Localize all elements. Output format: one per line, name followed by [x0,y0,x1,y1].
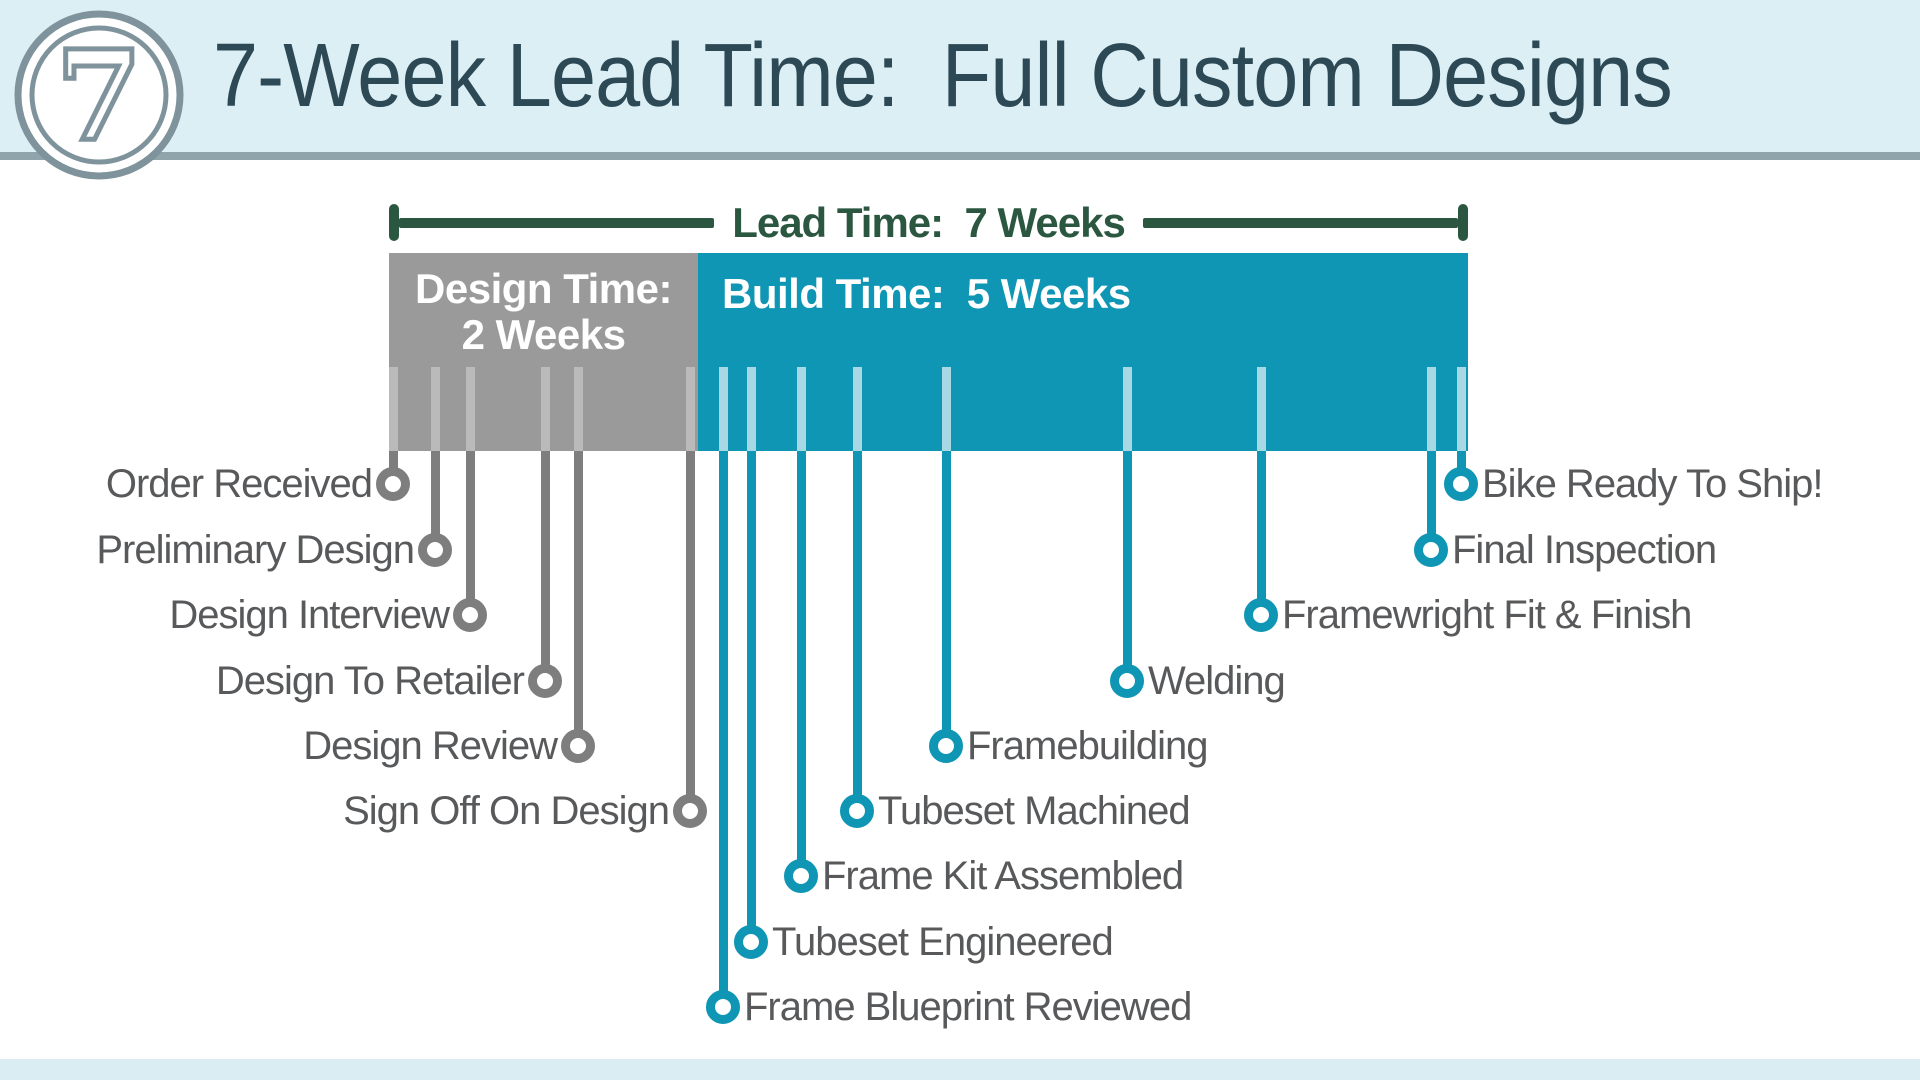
phase-tick-design-interview [466,367,475,451]
drop-line-framebuilding [942,451,951,731]
milestone-label-welding: Welding [1148,659,1286,703]
milestone-label-tubeset-machined: Tubeset Machined [878,789,1191,833]
page-title: 7-Week Lead Time: Full Custom Designs [213,26,1673,126]
drop-line-bike-ready-to-ship [1457,451,1466,469]
phase-tick-sign-off-on-design [686,367,695,451]
milestone-marker-frame-kit-assembled [784,859,818,893]
milestone-label-framebuilding: Framebuilding [967,724,1208,768]
drop-line-frame-blueprint-reviewed [719,451,728,992]
milestone-marker-order-received [376,467,410,501]
phase-tick-frame-blueprint-reviewed [719,367,728,451]
milestone-label-framewright-fit-finish: Framewright Fit & Finish [1282,593,1692,637]
phase-tick-preliminary-design [431,367,440,451]
milestone-label-bike-ready-to-ship: Bike Ready To Ship! [1482,462,1823,506]
bracket-right-cap [1458,204,1469,241]
header-band: 7-Week Lead Time: Full Custom Designs [0,0,1920,160]
milestone-marker-frame-blueprint-reviewed [706,990,740,1024]
design-phase-bar: Design Time: 2 Weeks [389,253,698,451]
phase-tick-tubeset-engineered [747,367,756,451]
milestone-label-frame-kit-assembled: Frame Kit Assembled [822,854,1184,898]
design-phase-name: Design Time: [415,265,672,312]
milestone-label-sign-off-on-design: Sign Off On Design [343,789,670,833]
logo-numeral: 7 [56,24,142,169]
milestone-label-preliminary-design: Preliminary Design [96,528,415,572]
drop-line-design-to-retailer [541,451,550,666]
drop-line-order-received [389,451,398,469]
drop-line-preliminary-design [431,451,440,535]
milestone-marker-preliminary-design [418,533,452,567]
bracket-right-segment [1142,217,1459,228]
bracket-left-segment [399,217,715,228]
drop-line-welding [1123,451,1132,666]
milestone-marker-bike-ready-to-ship [1444,467,1478,501]
bracket-left-cap [389,204,399,241]
drop-line-design-interview [466,451,475,600]
phase-tick-final-inspection [1427,367,1436,451]
milestone-label-final-inspection: Final Inspection [1452,528,1717,572]
build-phase-name: Build Time: 5 Weeks [722,270,1131,317]
phase-tick-tubeset-machined [853,367,862,451]
milestone-marker-framewright-fit-finish [1244,598,1278,632]
phase-tick-order-received [389,367,398,451]
design-phase-duration: 2 Weeks [461,311,626,358]
phase-tick-welding [1123,367,1132,451]
drop-line-tubeset-engineered [747,451,756,927]
phase-tick-frame-kit-assembled [797,367,806,451]
phase-tick-design-to-retailer [541,367,550,451]
drop-line-framewright-fit-finish [1257,451,1266,600]
phase-tick-bike-ready-to-ship [1457,367,1466,451]
phase-tick-design-review [574,367,583,451]
milestone-marker-tubeset-engineered [734,925,768,959]
milestone-label-order-received: Order Received [105,462,373,506]
build-phase-bar: Build Time: 5 Weeks [698,253,1468,451]
milestone-marker-design-review [561,729,595,763]
milestone-marker-sign-off-on-design [673,794,707,828]
milestone-label-design-to-retailer: Design To Retailer [215,659,525,703]
phase-tick-framebuilding [942,367,951,451]
milestone-label-design-interview: Design Interview [169,593,450,637]
milestone-marker-final-inspection [1414,533,1448,567]
drop-line-tubeset-machined [853,451,862,796]
drop-line-sign-off-on-design [686,451,695,796]
milestone-marker-tubeset-machined [840,794,874,828]
milestone-label-tubeset-engineered: Tubeset Engineered [772,920,1114,964]
milestone-marker-welding [1110,664,1144,698]
drop-line-design-review [574,451,583,731]
milestone-label-frame-blueprint-reviewed: Frame Blueprint Reviewed [744,985,1192,1029]
phase-tick-framewright-fit-finish [1257,367,1266,451]
milestone-marker-design-to-retailer [528,664,562,698]
milestone-label-design-review: Design Review [303,724,558,768]
drop-line-final-inspection [1427,451,1436,535]
drop-line-frame-kit-assembled [797,451,806,861]
lead-time-label: Lead Time: 7 Weeks [732,198,1126,246]
milestone-marker-design-interview [453,598,487,632]
lead-time-bracket: Lead Time: 7 Weeks [389,199,1469,246]
seven-logo-icon: 7 [14,10,184,180]
milestone-marker-framebuilding [929,729,963,763]
footer-strip [0,1059,1920,1080]
